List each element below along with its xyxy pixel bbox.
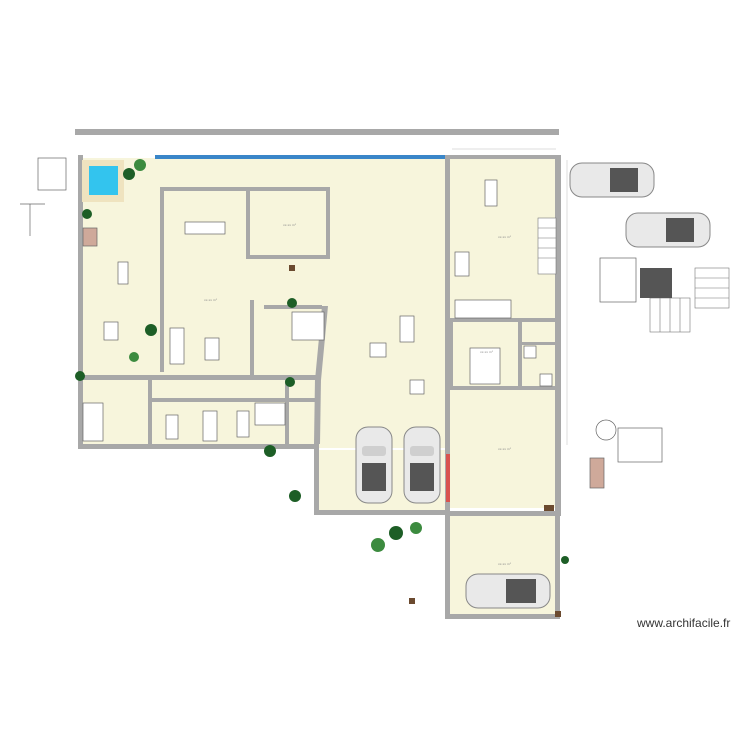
plant-icon bbox=[75, 159, 569, 564]
stair-plan-box bbox=[640, 268, 672, 298]
car-icon bbox=[355, 426, 393, 504]
svg-text:xx.xx m²: xx.xx m² bbox=[204, 298, 218, 302]
exterior-furniture bbox=[20, 157, 663, 463]
planter-icon bbox=[289, 265, 561, 617]
glass-wall bbox=[155, 155, 445, 159]
right-room-floor bbox=[449, 390, 557, 508]
car-icon bbox=[465, 573, 551, 609]
car-icon bbox=[403, 426, 441, 504]
red-wall bbox=[446, 454, 450, 502]
diagonal-wall bbox=[315, 306, 328, 380]
svg-text:xx.xx m²: xx.xx m² bbox=[480, 350, 494, 354]
watermark-text: www.archifacile.fr bbox=[637, 616, 731, 630]
staircase-icon bbox=[537, 217, 730, 333]
svg-text:xx.xx m²: xx.xx m² bbox=[498, 562, 512, 566]
svg-text:xx.xx m²: xx.xx m² bbox=[283, 223, 297, 227]
room-labels: xx.xx m² xx.xx m² xx.xx m² xx.xx m² xx.x… bbox=[204, 223, 512, 566]
top-boundary-wall bbox=[75, 129, 559, 135]
svg-text:xx.xx m²: xx.xx m² bbox=[498, 235, 512, 239]
diagonal-wall-lower bbox=[314, 378, 321, 444]
dimension-lines bbox=[452, 148, 568, 445]
car-icon bbox=[569, 162, 655, 198]
furniture bbox=[82, 179, 605, 489]
car-icon bbox=[625, 212, 711, 248]
svg-text:xx.xx m²: xx.xx m² bbox=[498, 447, 512, 451]
pool-icon bbox=[82, 160, 124, 202]
